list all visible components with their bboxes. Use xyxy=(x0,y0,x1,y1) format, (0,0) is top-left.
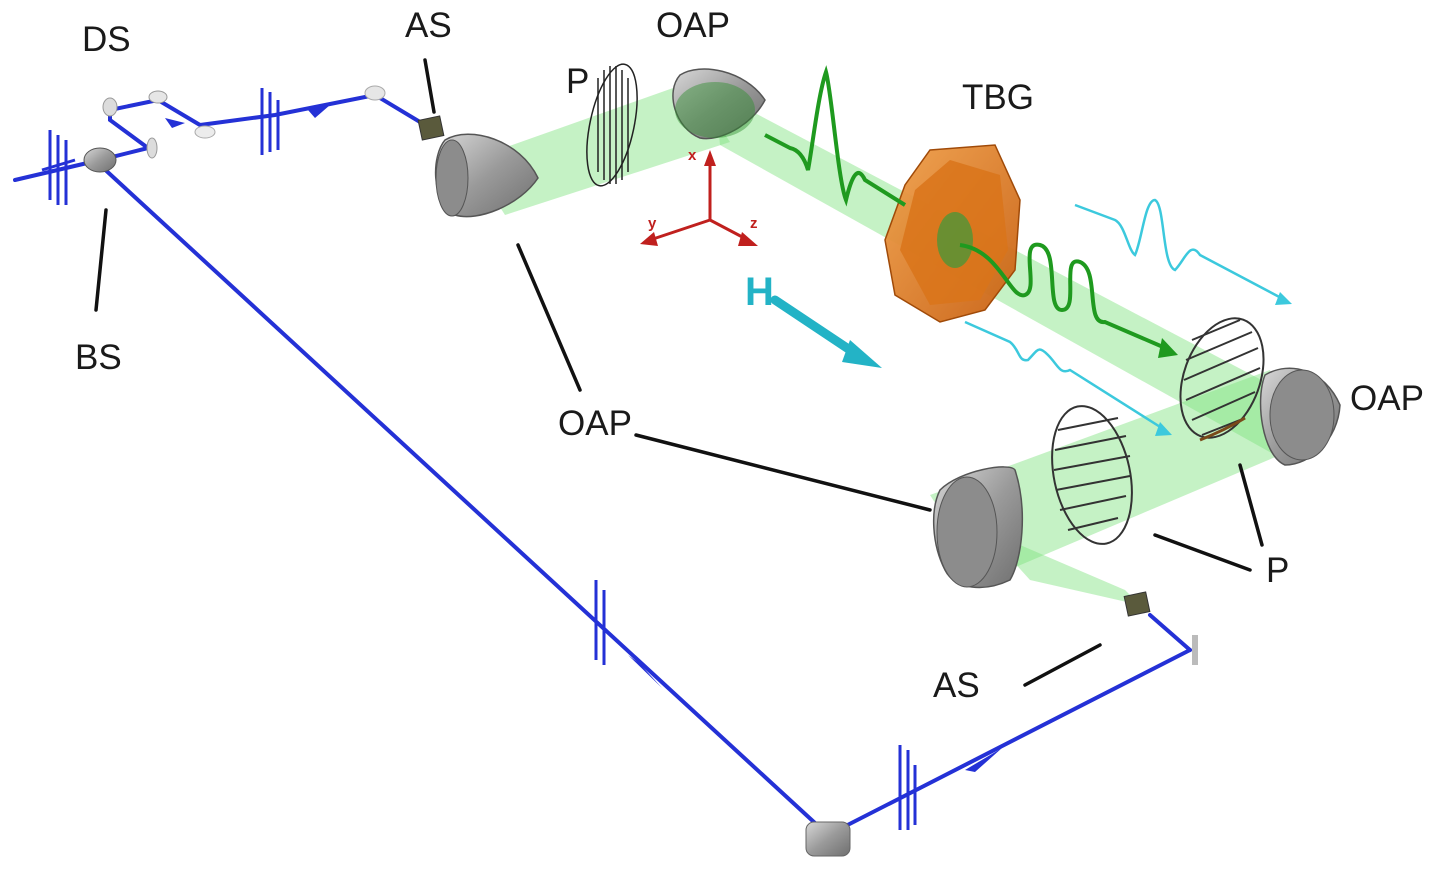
oap-mirror-top-left xyxy=(434,133,539,218)
probe-pulse-glyphs xyxy=(41,88,917,830)
label-oap-top: OAP xyxy=(656,6,730,45)
small-optics xyxy=(83,85,1198,857)
axis-z-label: z xyxy=(750,215,758,232)
label-as-top: AS xyxy=(405,6,452,45)
polarizer-right xyxy=(1179,317,1265,442)
magnetic-field-arrow: H xyxy=(745,270,882,368)
oap-mirror-bottom xyxy=(932,466,1024,589)
label-ds: DS xyxy=(82,20,131,59)
emitted-wave-top xyxy=(1074,198,1292,305)
label-bs: BS xyxy=(75,338,122,377)
polarizer-top xyxy=(586,63,638,187)
thz-pulse-incoming xyxy=(764,65,907,207)
emitted-wave-bottom xyxy=(964,320,1172,436)
magnetic-field-label: H xyxy=(745,270,774,314)
label-p-top: P xyxy=(566,62,590,101)
coordinate-axes: x y z xyxy=(640,147,758,246)
label-as-bottom: AS xyxy=(933,666,980,705)
probe-beam-direction-arrows xyxy=(165,105,1002,772)
oap-mirror-top xyxy=(672,68,766,140)
tbg-crystal xyxy=(884,144,1021,323)
axis-y-label: y xyxy=(648,215,657,232)
callout-lines xyxy=(94,58,1264,687)
label-p-right: P xyxy=(1266,551,1290,590)
oap-mirror-right xyxy=(1259,367,1341,466)
label-oap-mid: OAP xyxy=(558,404,632,443)
label-tbg: TBG xyxy=(962,78,1034,117)
label-oap-right: OAP xyxy=(1350,379,1424,418)
axis-x-label: x xyxy=(688,147,697,164)
thz-pulse-helix xyxy=(959,242,1178,358)
polarizer-bottom xyxy=(1051,405,1133,545)
